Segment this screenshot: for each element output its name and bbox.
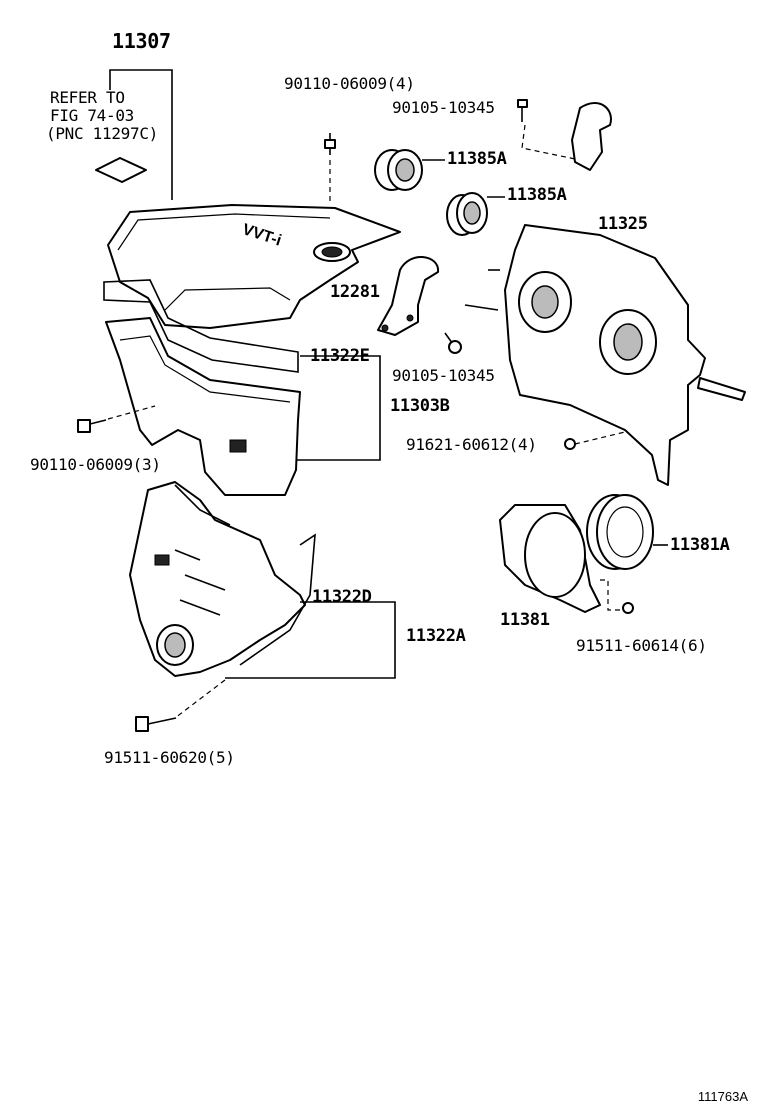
label-11322A: 11322A <box>406 626 466 646</box>
label-90105-mid: 90105-10345 <box>392 366 495 385</box>
label-refer-pnc: (PNC 11297C) <box>46 124 158 143</box>
bracket-top <box>517 99 612 171</box>
middle-timing-cover <box>105 317 301 496</box>
bracket-12281 <box>377 256 440 336</box>
oil-seal-retainer-11381 <box>499 504 601 613</box>
label-91511-6: 91511-60614(6) <box>576 636 707 655</box>
gasket-11322E <box>103 279 299 373</box>
label-11322D: 11322D <box>312 587 372 607</box>
label-90110-4: 90110-06009(4) <box>284 74 415 93</box>
washer-91621 <box>564 431 626 450</box>
upper-timing-cover: VVT-i <box>107 204 401 329</box>
bolt-91511-60620 <box>135 716 177 732</box>
label-refer-to: REFER TO <box>50 88 125 107</box>
label-11385A-2: 11385A <box>507 185 567 205</box>
label-11381A: 11381A <box>670 535 730 555</box>
bearing-11385A-2 <box>446 192 505 236</box>
lower-timing-cover <box>129 481 316 677</box>
label-11385A-1: 11385A <box>447 149 507 169</box>
bolt-90110-top <box>324 133 336 205</box>
figure-id: 111763A <box>697 1089 748 1104</box>
label-11307: 11307 <box>112 29 171 53</box>
label-11325: 11325 <box>598 214 648 234</box>
label-12281: 12281 <box>330 282 380 302</box>
label-91621: 91621-60612(4) <box>406 435 537 454</box>
gasket-sheet-icon <box>95 157 147 183</box>
oil-seal-11381A <box>586 494 668 570</box>
label-11381: 11381 <box>500 610 550 630</box>
bolt-91511-60614 <box>600 579 634 614</box>
rear-timing-plate <box>464 224 746 486</box>
leader-11307 <box>109 69 173 200</box>
bolt-90110-left <box>77 405 156 433</box>
bearing-11385A-1 <box>374 149 445 191</box>
leaders-middle <box>174 355 396 719</box>
label-91511-5: 91511-60620(5) <box>104 748 235 767</box>
label-90110-3: 90110-06009(3) <box>30 455 161 474</box>
label-11322E: 11322E <box>310 346 370 366</box>
label-90105-top: 90105-10345 <box>392 98 495 117</box>
label-11303B: 11303B <box>390 396 450 416</box>
label-refer-fig: FIG 74-03 <box>50 106 134 125</box>
bolt-90105-mid <box>444 332 462 354</box>
